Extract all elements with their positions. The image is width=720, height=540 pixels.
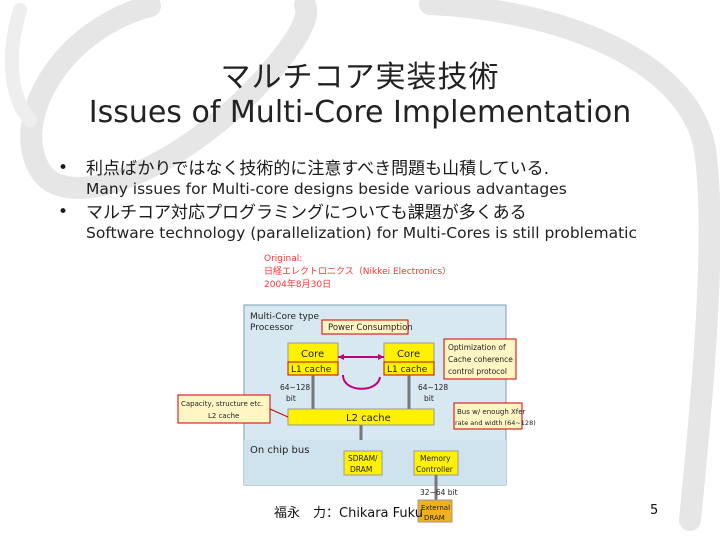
l1-cache-label-2: L1 cache	[387, 365, 428, 375]
sdram-box	[343, 450, 383, 476]
core-label-1: Core	[301, 349, 324, 360]
author-credit: 福永 力：Chikara Fuku	[274, 506, 424, 521]
capacity-connector	[269, 408, 289, 418]
bits-right-line1: 64~128	[418, 383, 448, 392]
capacity-box	[177, 394, 271, 424]
multicore-diagram: Multi-Core type Processor Power Consumpt…	[177, 304, 536, 523]
power-consumption-label: Power Consumption	[328, 323, 413, 333]
bullet-text-en: Software technology (parallelization) fo…	[86, 224, 638, 242]
bullet-text-jp: 利点ばかりではなく技術的に注意すべき問題も山積している.	[86, 159, 550, 179]
bus-xfer-box	[453, 402, 523, 430]
coherence-line3: control protocol	[448, 367, 507, 376]
external-dram-box	[417, 499, 453, 523]
bullet-text-en: Many issues for Multi-core designs besid…	[86, 180, 567, 198]
citation-date: 2004年8月30日	[264, 280, 332, 290]
bullet-dot: •	[58, 202, 69, 222]
bullet-text-jp: マルチコア対応プログラミングについても課題が多くある	[86, 203, 527, 223]
bits-bottom-label: 32~64 bit	[420, 488, 458, 497]
memory-controller-box	[413, 450, 459, 476]
bullet-item: • 利点ばかりではなく技術的に注意すべき問題も山積している. Many issu…	[58, 158, 658, 198]
memory-controller-line2: Controller	[416, 465, 454, 474]
bullet-list: • 利点ばかりではなく技術的に注意すべき問題も山積している. Many issu…	[58, 158, 658, 242]
memory-controller-line1: Memory	[420, 454, 451, 463]
slide-title-en: Issues of Multi-Core Implementation	[88, 95, 632, 130]
bits-right-line2: bit	[424, 394, 434, 403]
citation-label: Original:	[264, 254, 303, 264]
page-number: 5	[650, 503, 659, 518]
source-citation: Original: 日経エレクトロニクス（Nikkei Electronics）…	[264, 253, 451, 292]
bus-xfer-line1: Bus w/ enough Xfer	[457, 408, 526, 416]
l2-cache-label: L2 cache	[346, 413, 391, 424]
coherence-arrow-bottom	[342, 374, 381, 390]
arrowhead-right	[378, 354, 384, 360]
bits-left-line2: bit	[286, 394, 296, 403]
citation-source: 日経エレクトロニクス（Nikkei Electronics）	[264, 267, 452, 277]
bullet-item: • マルチコア対応プログラミングについても課題が多くある Software te…	[58, 202, 658, 242]
processor-label-line2: Processor	[250, 323, 294, 333]
bullet-dot: •	[58, 158, 69, 178]
coherence-line1: Optimization of	[448, 343, 506, 352]
processor-label-line1: Multi-Core type	[250, 312, 320, 322]
core-label-2: Core	[397, 349, 420, 360]
slide-title-jp: マルチコア実装技術	[220, 60, 500, 95]
coherence-line2: Cache coherence	[448, 355, 513, 364]
external-dram-line1: External	[421, 504, 450, 512]
coherence-box	[443, 338, 517, 380]
sdram-line2: DRAM	[350, 465, 372, 474]
capacity-line2: L2 cache	[208, 412, 239, 420]
capacity-line1: Capacity, structure etc.	[181, 400, 263, 408]
arrowhead-left	[338, 354, 344, 360]
external-dram-line2: DRAM	[424, 514, 445, 522]
power-consumption-box	[321, 319, 409, 335]
l1-cache-label-1: L1 cache	[291, 365, 332, 375]
sdram-line1: SDRAM/	[348, 454, 378, 463]
bus-xfer-line2: rate and width (64~128)	[455, 419, 536, 427]
bits-left-line1: 64~128	[280, 383, 310, 392]
onchip-bus-label: On chip bus	[250, 445, 309, 456]
